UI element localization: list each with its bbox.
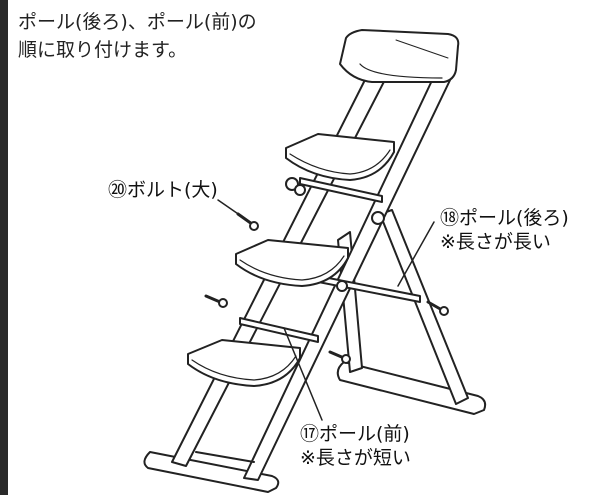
step-4-edge [191, 355, 297, 381]
front-pole [239, 317, 319, 343]
front-pole-label: ⑰ポール(前) ※長さが短い [300, 422, 411, 470]
bottom-spreader [195, 451, 255, 463]
step-2-edge [289, 149, 391, 175]
rear-pole-note: ※長さが長い [440, 231, 551, 253]
step-4 [187, 339, 301, 387]
bolt-middle [204, 294, 228, 308]
instruction-line-2: 順に取り付けます。 [18, 39, 188, 61]
top-platform-edge [359, 63, 443, 79]
step-2 [285, 133, 395, 181]
leader-rear-pole [397, 221, 435, 287]
step-3 [235, 239, 349, 287]
leader-front-pole [283, 327, 323, 421]
front-pole-name: ⑰ポール(前) [300, 423, 410, 445]
front-pole-note: ※長さが短い [300, 447, 411, 469]
top-platform-crease [395, 39, 449, 59]
bolt-rear [426, 300, 449, 316]
hinge-fitting-3 [371, 211, 385, 225]
upper-crossbar [299, 177, 383, 203]
left-edge-bar [0, 0, 8, 495]
top-platform [339, 29, 460, 83]
instruction-text: ポール(後ろ)、ポール(前)の 順に取り付けます。 [18, 8, 257, 64]
bolt-label: ⑳ボルト(大) [108, 179, 218, 201]
step-3-edge [239, 255, 345, 281]
leader-bolt [217, 199, 245, 219]
instruction-line-1: ポール(後ろ)、ポール(前)の [18, 11, 257, 33]
hinge-fitting-4 [336, 280, 348, 292]
rear-pole-label: ⑱ポール(後ろ) ※長さが長い [440, 206, 569, 254]
rear-foot [336, 361, 487, 415]
hinge-fitting-2 [294, 184, 306, 196]
rear-pole-name: ⑱ポール(後ろ) [440, 207, 569, 229]
bolt-lower [328, 350, 351, 364]
